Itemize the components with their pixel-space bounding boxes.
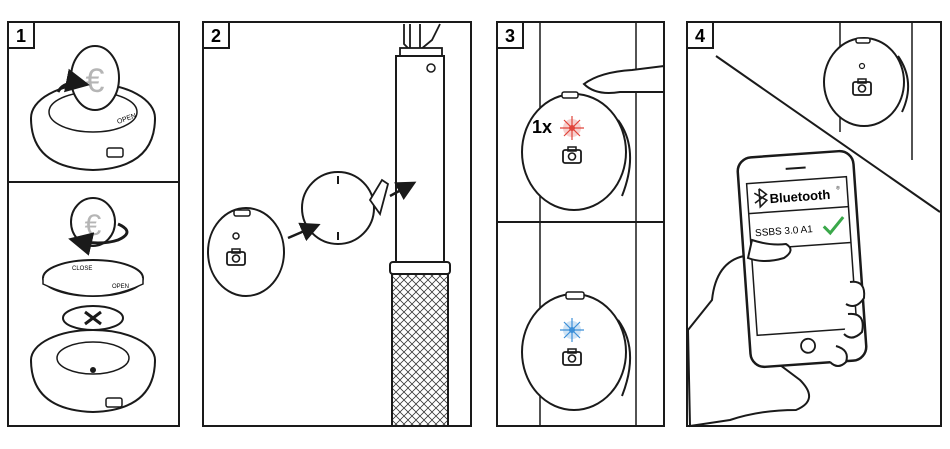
selfie-stick [390,24,450,426]
svg-text:€: € [85,209,102,242]
press-count-label: 1x [532,117,552,137]
step-badge-4: 4 [687,22,713,48]
panel-3: 3 1x [497,22,664,426]
remote-shutter [208,208,284,296]
panel-4: 4 Bluetooth [687,22,941,426]
step-badge-3: 3 [497,22,523,48]
battery-cover: CLOSE OPEN [43,260,143,296]
euro-coin-icon: € [71,198,115,246]
step-number-1: 1 [16,26,26,46]
step-badge-1: 1 [8,22,34,48]
home-button [801,338,816,353]
step-number-2: 2 [211,26,221,46]
euro-coin-icon: € [71,46,119,110]
svg-text:€: € [86,62,105,100]
step-badge-2: 2 [203,22,229,48]
panel-1: 1 OPEN € € CLOSE OPEN [8,22,179,426]
close-label: CLOSE [72,266,92,272]
remote-base-lower [31,330,155,412]
step-number-3: 3 [505,26,515,46]
open-label-lower: OPEN [112,284,129,290]
panel-2: 2 [203,22,471,426]
coin-battery [63,306,123,330]
step-number-4: 4 [695,26,705,46]
